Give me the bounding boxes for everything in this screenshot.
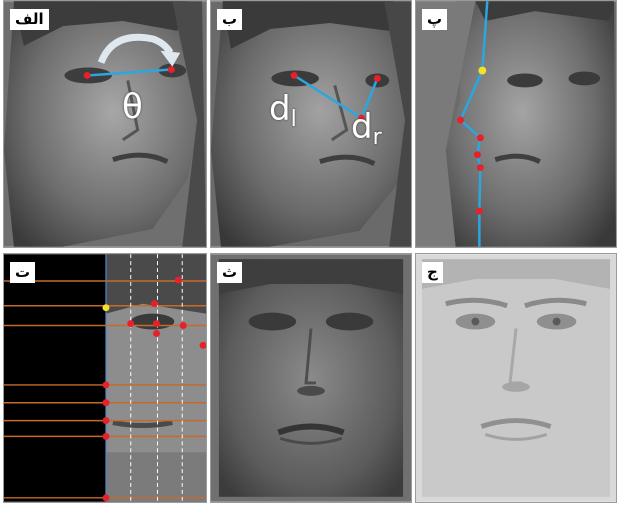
panel-e-frontal-face: ث: [210, 253, 412, 503]
panel-d-landmark-grid: ت: [3, 253, 207, 503]
rotation-arrow: [97, 33, 174, 64]
panel-label: ت: [10, 262, 36, 283]
panel-c-profile-line: پ: [415, 0, 617, 248]
panel-label: ث: [217, 262, 243, 283]
dl-sub: l: [290, 107, 297, 132]
panel-b-eye-distances: ب dl dr: [210, 0, 412, 248]
face-photo-f: [416, 254, 616, 502]
face-photo-b: [211, 1, 411, 247]
nose-tip-landmark: [457, 116, 465, 124]
panel-label: ب: [217, 9, 243, 30]
left-eye-landmark: [290, 72, 298, 79]
dr-main: d: [351, 107, 373, 147]
theta-symbol: θ: [122, 87, 143, 127]
panel-label: پ: [422, 9, 448, 30]
dl-line: [293, 74, 363, 120]
lower-lip-landmark: [476, 164, 484, 172]
face-photo-e: [211, 254, 411, 502]
panel-label: ج: [422, 262, 443, 283]
nasion-landmark: [478, 66, 487, 75]
upper-lip-landmark: [473, 151, 481, 159]
panel-label: الف: [10, 9, 49, 30]
chin-landmark: [475, 207, 483, 215]
subnasal-landmark: [476, 134, 484, 142]
nose-tip-landmark: [358, 114, 365, 122]
eye-axis-line: [87, 68, 172, 77]
right-eye-landmark: [167, 66, 175, 74]
dr-sub: r: [372, 125, 382, 150]
nasion-landmark: [102, 304, 110, 312]
panel-f-normalized-face: ج: [415, 253, 617, 503]
face-photo-c: [416, 1, 616, 247]
profile-line: [459, 1, 489, 247]
dr-label: dr: [351, 107, 382, 150]
right-eye-landmark: [373, 74, 381, 82]
panel-a-face-roll-angle: الف θ: [3, 0, 207, 248]
left-eye-landmark: [83, 72, 91, 79]
dl-label: dl: [269, 89, 297, 132]
dr-line: [360, 77, 379, 119]
grid-overlay-d: [4, 254, 206, 502]
landmark-points: [102, 276, 206, 502]
face-photo-a: [4, 1, 206, 247]
dl-main: d: [269, 89, 291, 129]
